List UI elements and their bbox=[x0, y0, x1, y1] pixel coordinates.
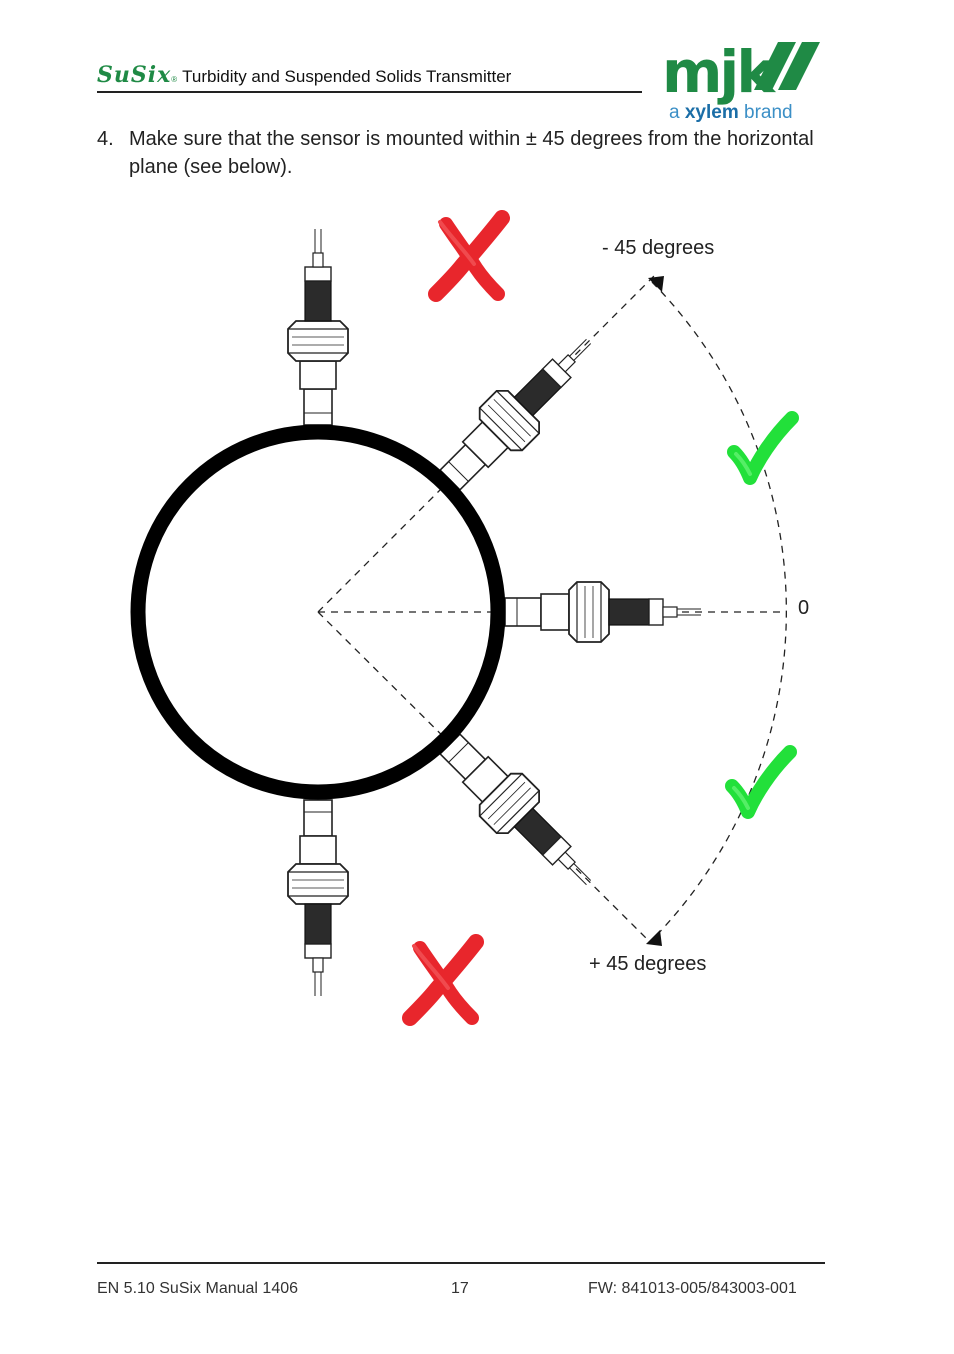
header-divider bbox=[97, 91, 642, 93]
mjk-slash-1 bbox=[754, 42, 796, 90]
reject-mark-top bbox=[436, 218, 502, 294]
sensor-horizontal bbox=[504, 581, 702, 643]
sensor-plus45 bbox=[427, 721, 611, 905]
footer-divider bbox=[97, 1262, 825, 1264]
step-text: Make sure that the sensor is mounted wit… bbox=[129, 128, 814, 178]
arc-arrowhead-top bbox=[648, 276, 664, 292]
tagline-suffix: brand bbox=[744, 102, 793, 123]
sensor-top bbox=[287, 228, 349, 426]
mjk-slash-2 bbox=[778, 42, 820, 90]
instruction-step: 4. Make sure that the sensor is mounted … bbox=[97, 125, 837, 181]
pipe-cross-section bbox=[130, 424, 506, 800]
accept-mark-lower bbox=[732, 752, 790, 812]
tagline-prefix: a bbox=[669, 102, 680, 123]
registered-mark: ® bbox=[171, 75, 178, 84]
label-minus-45: - 45 degrees bbox=[602, 237, 714, 259]
tagline-brand: xylem bbox=[684, 102, 739, 123]
header-brand: SuSix ® Turbidity and Suspended Solids T… bbox=[97, 62, 511, 88]
header-title: Turbidity and Suspended Solids Transmitt… bbox=[182, 67, 512, 86]
footer-document-id: EN 5.10 SuSix Manual 1406 bbox=[97, 1280, 299, 1297]
footer-firmware: FW: 841013-005/843003-001 bbox=[588, 1280, 797, 1297]
reject-mark-bottom bbox=[410, 942, 476, 1018]
sensor-bottom bbox=[287, 799, 349, 997]
mjk-logo: mjk bbox=[662, 38, 820, 106]
arc-arrowhead-bottom bbox=[646, 930, 662, 946]
label-zero: 0 bbox=[798, 597, 809, 619]
footer-page-number: 17 bbox=[451, 1280, 469, 1297]
mjk-logo-text: mjk bbox=[662, 38, 776, 106]
xylem-tagline: a xylem brand bbox=[669, 102, 793, 124]
sensor-minus45 bbox=[427, 319, 611, 503]
susix-logo: SuSix bbox=[97, 62, 172, 88]
step-number: 4. bbox=[97, 128, 114, 150]
accept-mark-upper bbox=[734, 418, 792, 478]
angle-arc bbox=[651, 281, 787, 941]
label-plus-45: + 45 degrees bbox=[589, 953, 706, 975]
